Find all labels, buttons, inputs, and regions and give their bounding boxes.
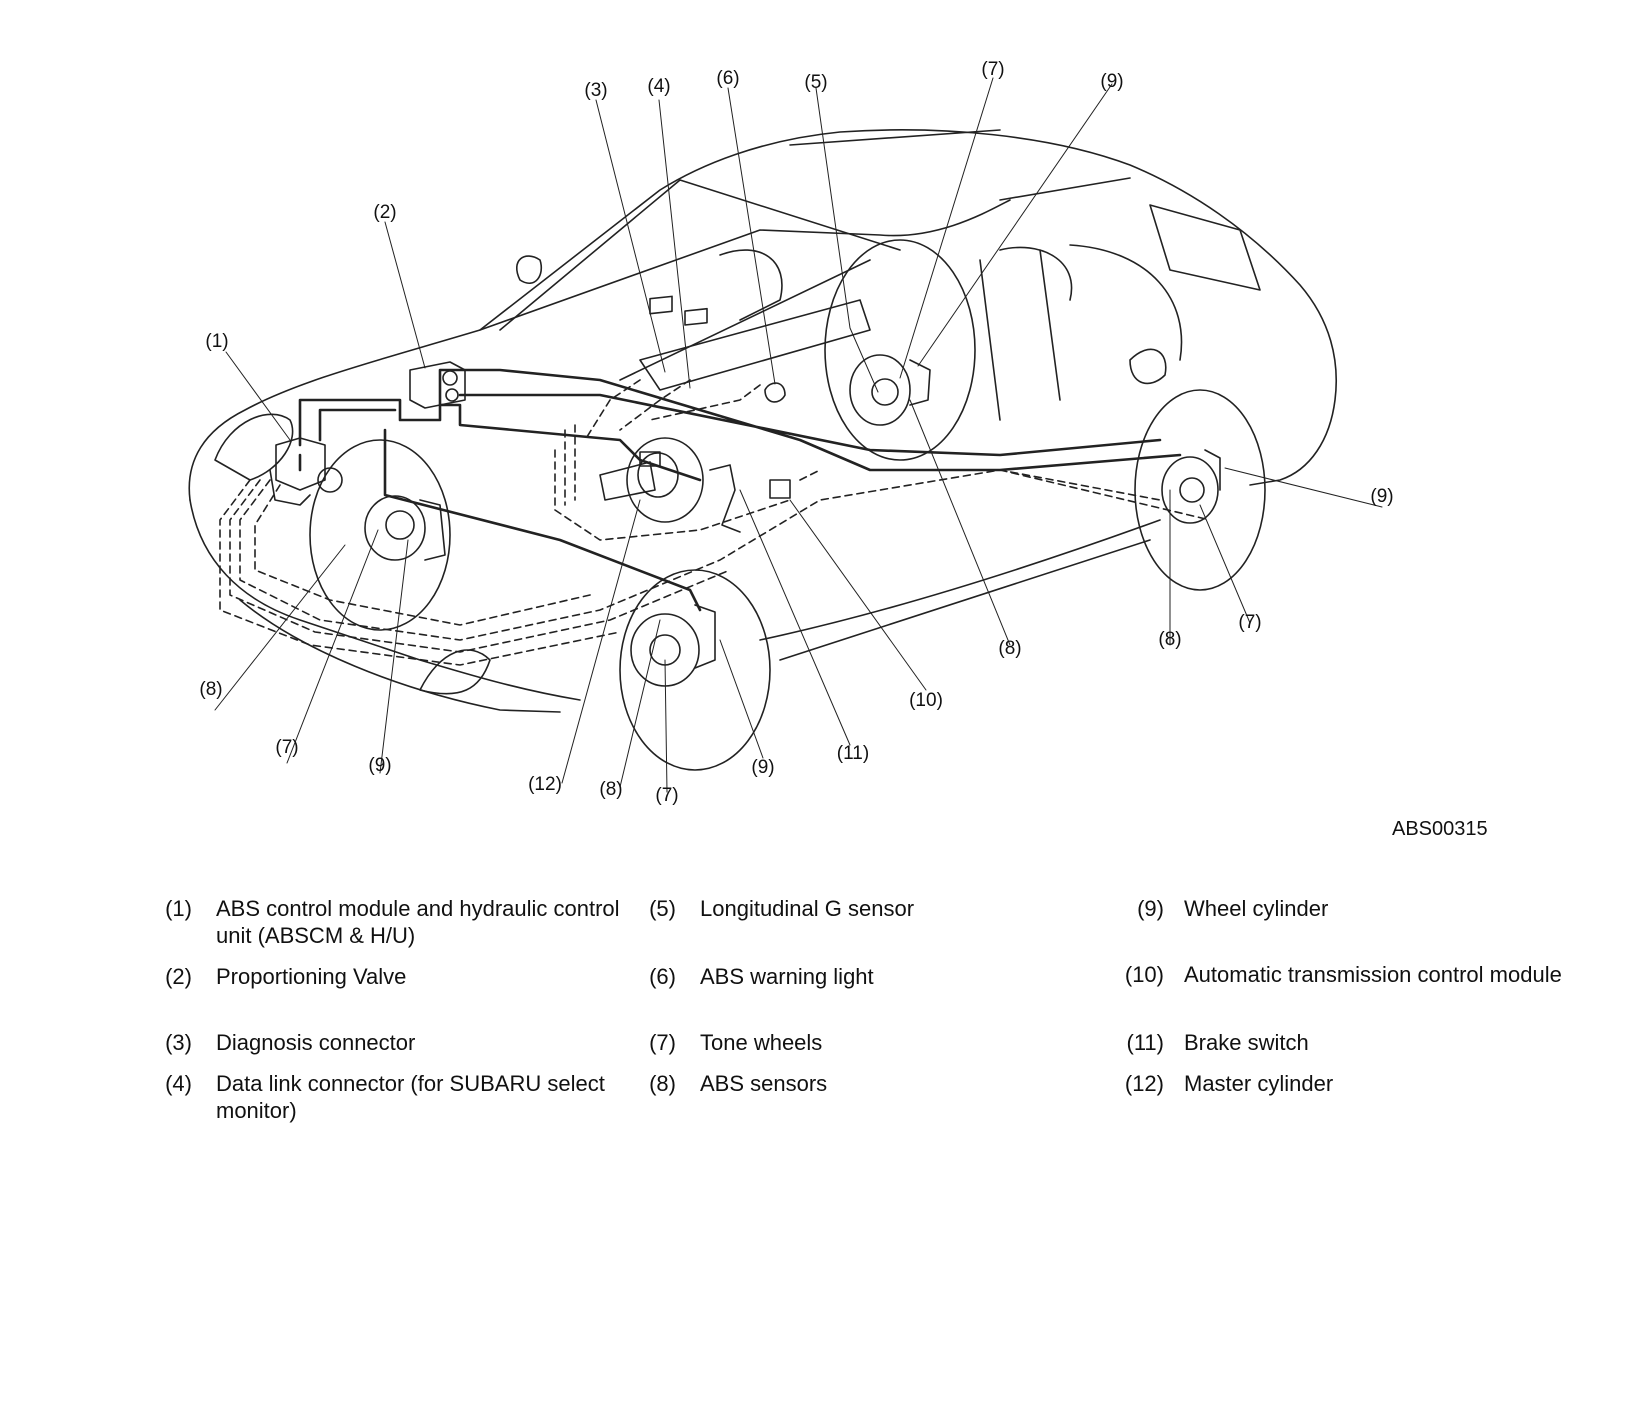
legend-text: Longitudinal G sensor: [700, 896, 915, 921]
callout-8-rear-left: (8): [998, 638, 1022, 659]
wheel-rear-right: [1134, 389, 1266, 591]
mirror: [516, 255, 542, 284]
windshield: [499, 179, 901, 381]
callout-7-front-right: (7): [655, 785, 679, 806]
legend-item: (3) Diagnosis connector: [150, 1029, 620, 1056]
legend-item: (6) ABS warning light: [634, 963, 964, 990]
callout-7-front-left: (7): [275, 737, 299, 758]
legend-text: ABS control module and hydraulic control…: [216, 896, 620, 948]
legend-number: (2): [165, 964, 192, 989]
legend-text: Master cylinder: [1184, 1071, 1334, 1096]
legend-number: (3): [165, 1030, 192, 1055]
legend-text: Automatic transmission control module: [1184, 962, 1562, 987]
legend-number: (10): [1124, 962, 1164, 987]
legend-text: Brake switch: [1184, 1030, 1309, 1055]
legend-item: (9) Wheel cylinder: [1108, 895, 1568, 922]
legend-item: (7) Tone wheels: [634, 1029, 964, 1056]
legend-column-2: (5) Longitudinal G sensor (6) ABS warnin…: [634, 895, 964, 1111]
legend-number: (5): [649, 896, 676, 921]
rear-light: [1129, 348, 1167, 385]
dashboard: [639, 299, 871, 391]
legend-item: (1) ABS control module and hydraulic con…: [150, 895, 620, 949]
wheel-rear-left: [824, 239, 976, 461]
legend-column-1: (1) ABS control module and hydraulic con…: [150, 895, 620, 1138]
data-link-connector-icon: [684, 307, 708, 326]
callout-4: (4): [647, 76, 671, 97]
legend-text: ABS sensors: [700, 1071, 828, 1096]
leader-lines: [214, 77, 1383, 793]
brake-pipes: [298, 368, 1182, 612]
abs-control-module-icon: [269, 437, 343, 506]
front-bumper: [239, 599, 561, 713]
car-illustration: [188, 77, 1383, 793]
side-door-line: [979, 244, 1183, 421]
legend-item: (12) Master cylinder: [1108, 1070, 1568, 1097]
atcm-icon: [769, 479, 791, 499]
legend-text: ABS warning light: [700, 964, 874, 989]
grille: [419, 649, 491, 695]
callout-9-rear-right: (9): [1370, 486, 1394, 507]
callout-2: (2): [373, 202, 397, 223]
abs-layout-figure: (1) (2) (3) (4) (6) (5) (7) (9) (9) (8) …: [188, 59, 1488, 840]
figure-id: ABS00315: [1392, 818, 1488, 840]
legend-item: (5) Longitudinal G sensor: [634, 895, 964, 922]
diagnosis-connector-icon: [649, 295, 673, 315]
legend-text: Proportioning Valve: [216, 964, 407, 989]
brake-switch-icon: [709, 464, 741, 533]
abs-warning-light-icon: [764, 382, 786, 403]
callout-10: (10): [909, 690, 943, 711]
legend-item: (4) Data link connector (for SUBARU sele…: [150, 1070, 620, 1124]
callout-6: (6): [716, 68, 740, 89]
callout-5: (5): [804, 72, 828, 93]
legend-number: (6): [649, 964, 676, 989]
legend-item: (10) Automatic transmission control modu…: [1108, 961, 1568, 1015]
car-body-outline: [188, 129, 1338, 501]
rear-window: [1149, 204, 1261, 291]
legend-text: Data link connector (for SUBARU select m…: [216, 1071, 605, 1123]
callout-9-front-right: (9): [751, 757, 775, 778]
seat-rear: [999, 246, 1073, 301]
callout-7-rear-left: (7): [981, 59, 1005, 80]
seat-front: [719, 249, 783, 321]
callout-3: (3): [584, 80, 608, 101]
legend-number: (1): [165, 896, 192, 921]
callout-1: (1): [205, 331, 229, 352]
master-cylinder-icon: [599, 437, 704, 523]
legend-item: (11) Brake switch: [1108, 1029, 1568, 1056]
headlight: [214, 413, 294, 481]
roof-rail: [789, 129, 1131, 201]
callout-9-front-left: (9): [368, 755, 392, 776]
legend-column-3: (9) Wheel cylinder (10) Automatic transm…: [1108, 895, 1568, 1111]
legend-text: Diagnosis connector: [216, 1030, 416, 1055]
legend-number: (8): [649, 1071, 676, 1096]
lower-body: [189, 499, 1151, 701]
legend-number: (7): [649, 1030, 676, 1055]
callout-7-rear-right: (7): [1238, 612, 1262, 633]
roof-line: [479, 199, 1011, 331]
proportioning-valve-icon: [409, 361, 466, 409]
callout-12: (12): [528, 774, 562, 795]
legend-item: (2) Proportioning Valve: [150, 963, 620, 990]
legend-number: (12): [1124, 1071, 1164, 1096]
legend-number: (11): [1126, 1030, 1165, 1055]
wiring-harness: [219, 379, 1211, 666]
legend-item: (8) ABS sensors: [634, 1070, 964, 1097]
callout-9-rear-left: (9): [1100, 71, 1124, 92]
rocker-line: [759, 519, 1161, 641]
callout-8-rear-right: (8): [1158, 629, 1182, 650]
callout-11: (11): [836, 743, 870, 764]
legend-number: (4): [165, 1071, 192, 1096]
legend-text: Tone wheels: [700, 1030, 823, 1055]
legend-number: (9): [1137, 896, 1164, 921]
legend-text: Wheel cylinder: [1184, 896, 1329, 921]
callout-8-front-right: (8): [599, 779, 623, 800]
callout-8-front-left: (8): [199, 679, 223, 700]
wheel-front-left: [309, 439, 451, 631]
